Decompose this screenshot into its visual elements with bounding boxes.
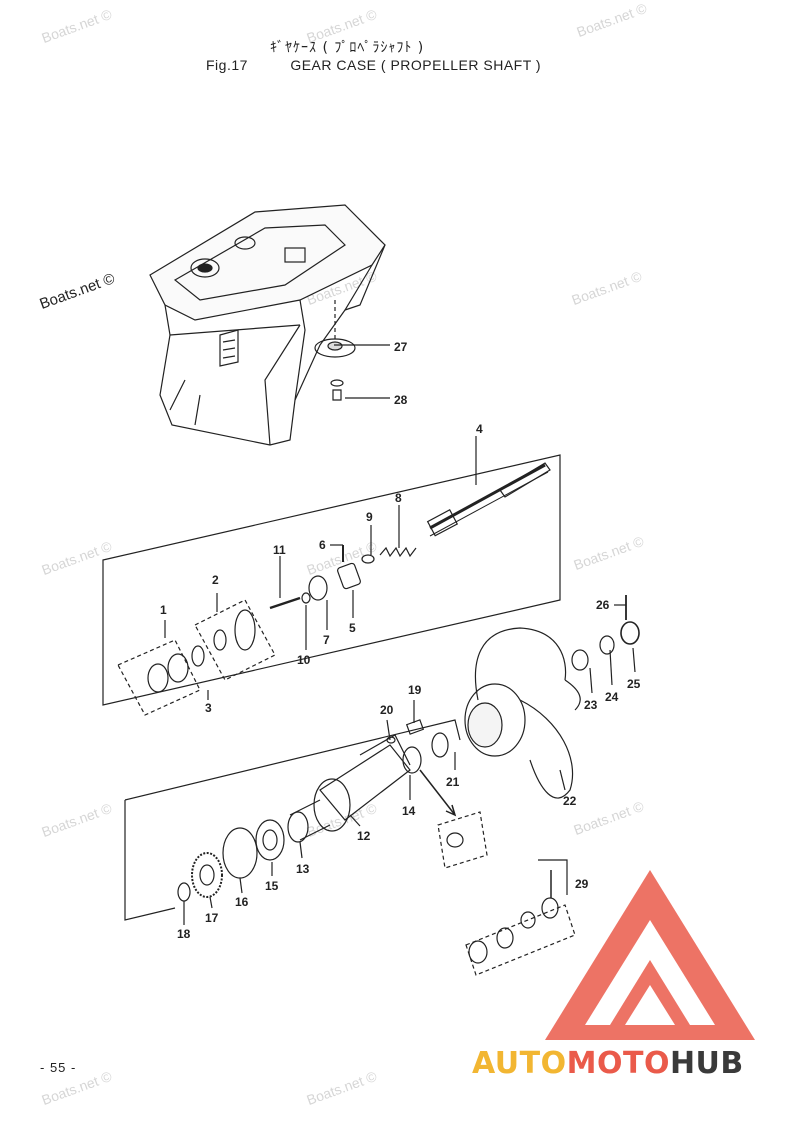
gear-case-housing (149, 204, 386, 446)
logo-part-auto: AUTO (472, 1046, 567, 1081)
callout-5: 5 (349, 621, 356, 635)
logo-part-moto: MOTO (566, 1046, 670, 1081)
logo-part-hub: HUB (669, 1046, 744, 1081)
callout-25: 25 (627, 677, 641, 691)
callout-12: 12 (357, 829, 371, 843)
callout-1: 1 (160, 603, 167, 617)
callout-10: 10 (297, 653, 311, 667)
callout-23: 23 (584, 698, 598, 712)
callout-21: 21 (446, 775, 460, 789)
forward-gear (234, 609, 256, 651)
spring (379, 546, 417, 558)
callout-29: 29 (575, 877, 589, 891)
bearing-housing (313, 734, 411, 832)
callout-11: 11 (273, 543, 286, 557)
callout-8: 8 (395, 491, 402, 505)
callout-9: 9 (366, 510, 373, 524)
title-japanese: ｷﾞﾔｹｰｽ ( ﾌﾟﾛﾍﾟﾗｼｬﾌﾄ ) (270, 40, 425, 56)
callout-20: 20 (380, 703, 394, 717)
washer (330, 379, 344, 387)
callout-18: 18 (177, 927, 191, 941)
spring-ring (308, 575, 328, 601)
callout-17: 17 (205, 911, 219, 925)
shim (191, 645, 205, 667)
logo-wordmark: AUTOMOTOHUB (472, 1046, 744, 1081)
callout-16: 16 (235, 895, 249, 909)
bearing (147, 663, 169, 693)
propeller-shaft (426, 462, 551, 537)
callout-7: 7 (323, 633, 330, 647)
callout-28: 28 (394, 393, 408, 407)
callout-14: 14 (402, 804, 416, 818)
figure-label: Fig.17 (206, 57, 248, 73)
page-number: - 55 - (40, 1060, 77, 1075)
callout-4: 4 (476, 422, 483, 436)
pin (361, 554, 375, 564)
callout-22: 22 (563, 794, 577, 808)
callout-13: 13 (296, 862, 310, 876)
title-row: Fig.17 GEAR CASE ( PROPELLER SHAFT ) (206, 57, 541, 73)
callout-24: 24 (605, 690, 619, 704)
callout-19: 19 (408, 683, 422, 697)
propeller (464, 627, 581, 799)
callout-3: 3 (205, 701, 212, 715)
clutch (337, 562, 361, 590)
callout-27: 27 (394, 340, 408, 354)
callout-6: 6 (319, 538, 326, 552)
figure-title: GEAR CASE ( PROPELLER SHAFT ) (290, 57, 542, 73)
callout-2: 2 (212, 573, 219, 587)
callout-26: 26 (596, 598, 610, 612)
bolt (332, 389, 342, 401)
callout-15: 15 (265, 879, 279, 893)
logo-triangle-icon (545, 870, 755, 1040)
